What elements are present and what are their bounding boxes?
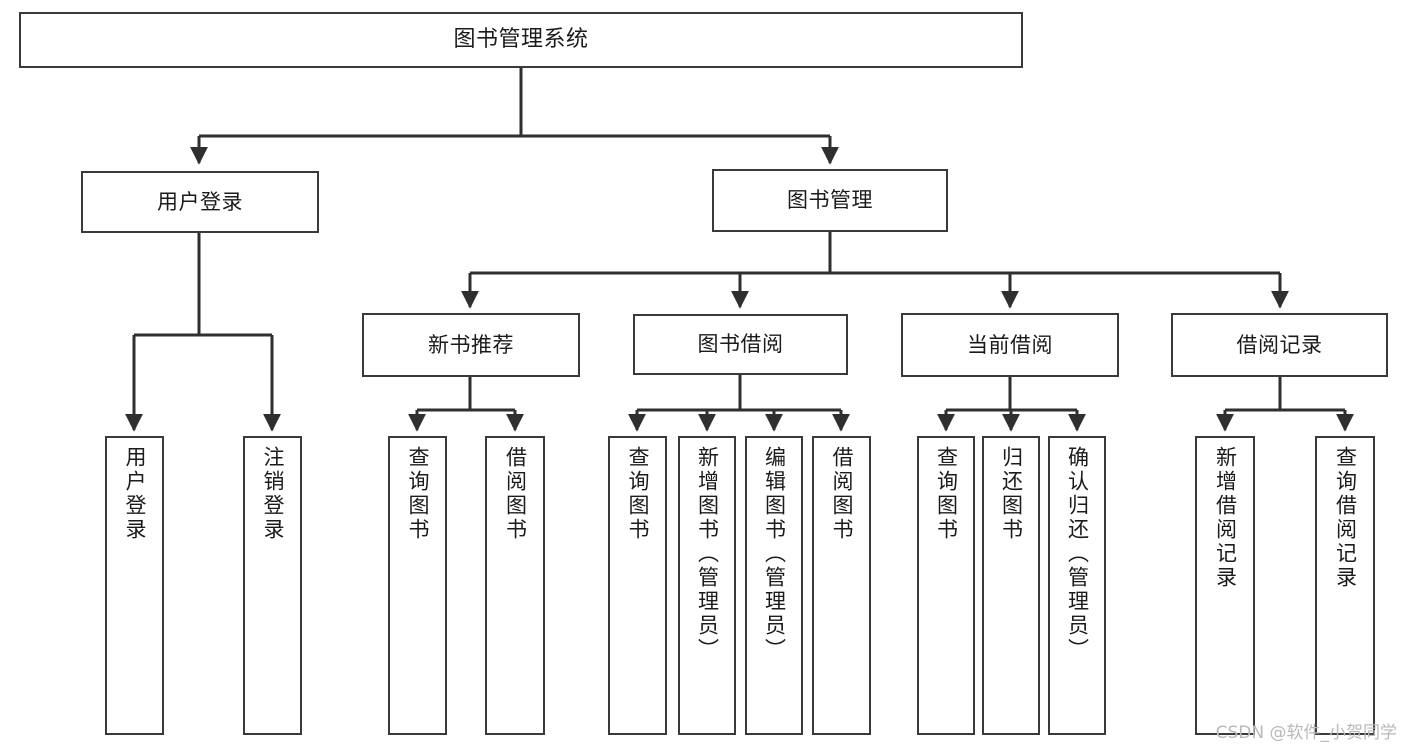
node-label: 查询图书 [626,446,650,542]
node-label: 图书借阅 [697,332,784,357]
node-label: 用户登录 [123,446,147,542]
node-borrow-record[interactable]: 借阅记录 [1171,313,1388,377]
node-label: 查询借阅记录 [1333,446,1358,590]
leaf-query-borrow-record[interactable]: 查询借阅记录 [1315,436,1375,735]
leaf-query-book-current[interactable]: 查询图书 [917,436,975,735]
leaf-borrow-book-recommend[interactable]: 借阅图书 [485,436,545,735]
node-root-book-management-system[interactable]: 图书管理系统 [19,12,1023,68]
node-label: 借阅记录 [1236,332,1323,357]
node-book-borrow[interactable]: 图书借阅 [633,314,848,375]
node-current-borrow[interactable]: 当前借阅 [901,313,1119,377]
node-label: 新增图书（管理员） [695,446,720,662]
leaf-edit-book-admin[interactable]: 编辑图书（管理员） [745,436,803,735]
node-label: 用户登录 [157,189,243,214]
node-user-login[interactable]: 用户登录 [81,171,319,233]
node-label: 确认归还（管理员） [1065,446,1090,662]
node-label: 当前借阅 [967,332,1053,357]
node-label: 借阅图书 [830,446,854,542]
node-book-management[interactable]: 图书管理 [712,169,948,232]
watermark-text: CSDN @软件_小贺同学 [1215,723,1397,743]
leaf-confirm-return-admin[interactable]: 确认归还（管理员） [1048,436,1106,735]
leaf-user-login[interactable]: 用户登录 [105,436,164,735]
leaf-query-book-borrow[interactable]: 查询图书 [608,436,667,735]
node-label: 归还图书 [999,446,1024,542]
node-label: 借阅图书 [503,446,528,542]
node-new-book-recommend[interactable]: 新书推荐 [362,313,580,377]
node-label: 注销登录 [261,446,285,542]
leaf-query-book-recommend[interactable]: 查询图书 [388,436,447,735]
leaf-borrow-book[interactable]: 借阅图书 [812,436,871,735]
node-label: 图书管理 [787,188,873,213]
leaf-logout-login[interactable]: 注销登录 [243,436,302,735]
node-label: 新书推荐 [428,332,514,357]
node-label: 新增借阅记录 [1213,446,1238,590]
leaf-add-book-admin[interactable]: 新增图书（管理员） [678,436,736,735]
node-label: 查询图书 [406,446,430,542]
node-label: 图书管理系统 [453,27,589,53]
node-label: 编辑图书（管理员） [762,446,787,662]
node-label: 查询图书 [934,446,959,542]
leaf-add-borrow-record[interactable]: 新增借阅记录 [1195,436,1255,735]
leaf-return-book[interactable]: 归还图书 [982,436,1040,735]
